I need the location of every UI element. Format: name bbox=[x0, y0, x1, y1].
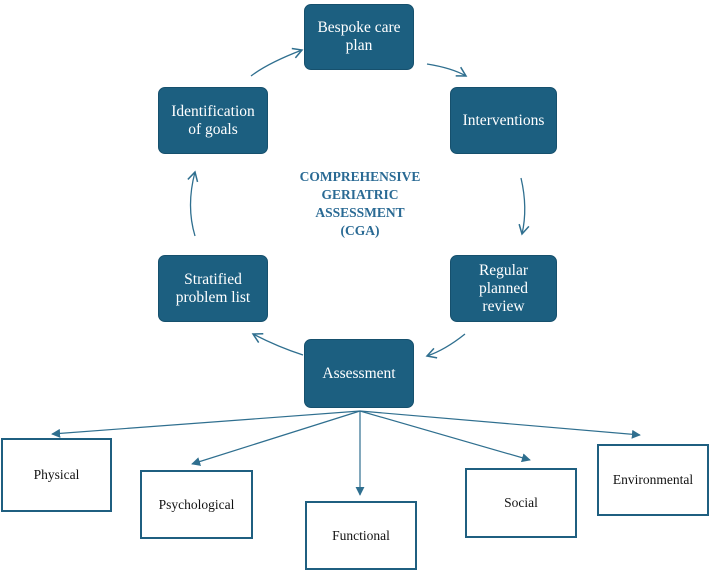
cga-title: COMPREHENSIVE GERIATRIC ASSESSMENT (CGA) bbox=[299, 169, 421, 238]
domain-environmental: Environmental bbox=[597, 444, 709, 516]
node-identification-of-goals: Identification of goals bbox=[158, 87, 268, 154]
domain-psychological: Psychological bbox=[140, 470, 253, 539]
arrow-to-environmental bbox=[359, 410, 641, 439]
arrow-to-physical bbox=[51, 410, 361, 438]
arrow-problems-to-goals bbox=[187, 170, 199, 237]
arrow-to-psychological bbox=[191, 410, 361, 466]
domain-functional: Functional bbox=[305, 501, 417, 570]
node-regular-planned-review: Regular planned review bbox=[450, 255, 557, 322]
arrow-review-to-assessment bbox=[425, 333, 466, 359]
arrow-to-social bbox=[359, 410, 531, 463]
node-stratified-problem-list: Stratified problem list bbox=[158, 255, 268, 322]
domain-physical: Physical bbox=[1, 438, 112, 512]
arrow-goals-to-plan bbox=[250, 47, 304, 77]
domain-social: Social bbox=[465, 468, 577, 538]
arrow-plan-to-interventions bbox=[426, 63, 468, 77]
node-assessment: Assessment bbox=[304, 339, 414, 408]
node-bespoke-care-plan: Bespoke care plan bbox=[304, 4, 414, 70]
arrow-interventions-to-review bbox=[518, 177, 530, 236]
node-interventions: Interventions bbox=[450, 87, 557, 154]
arrow-assessment-to-problems bbox=[251, 332, 304, 356]
